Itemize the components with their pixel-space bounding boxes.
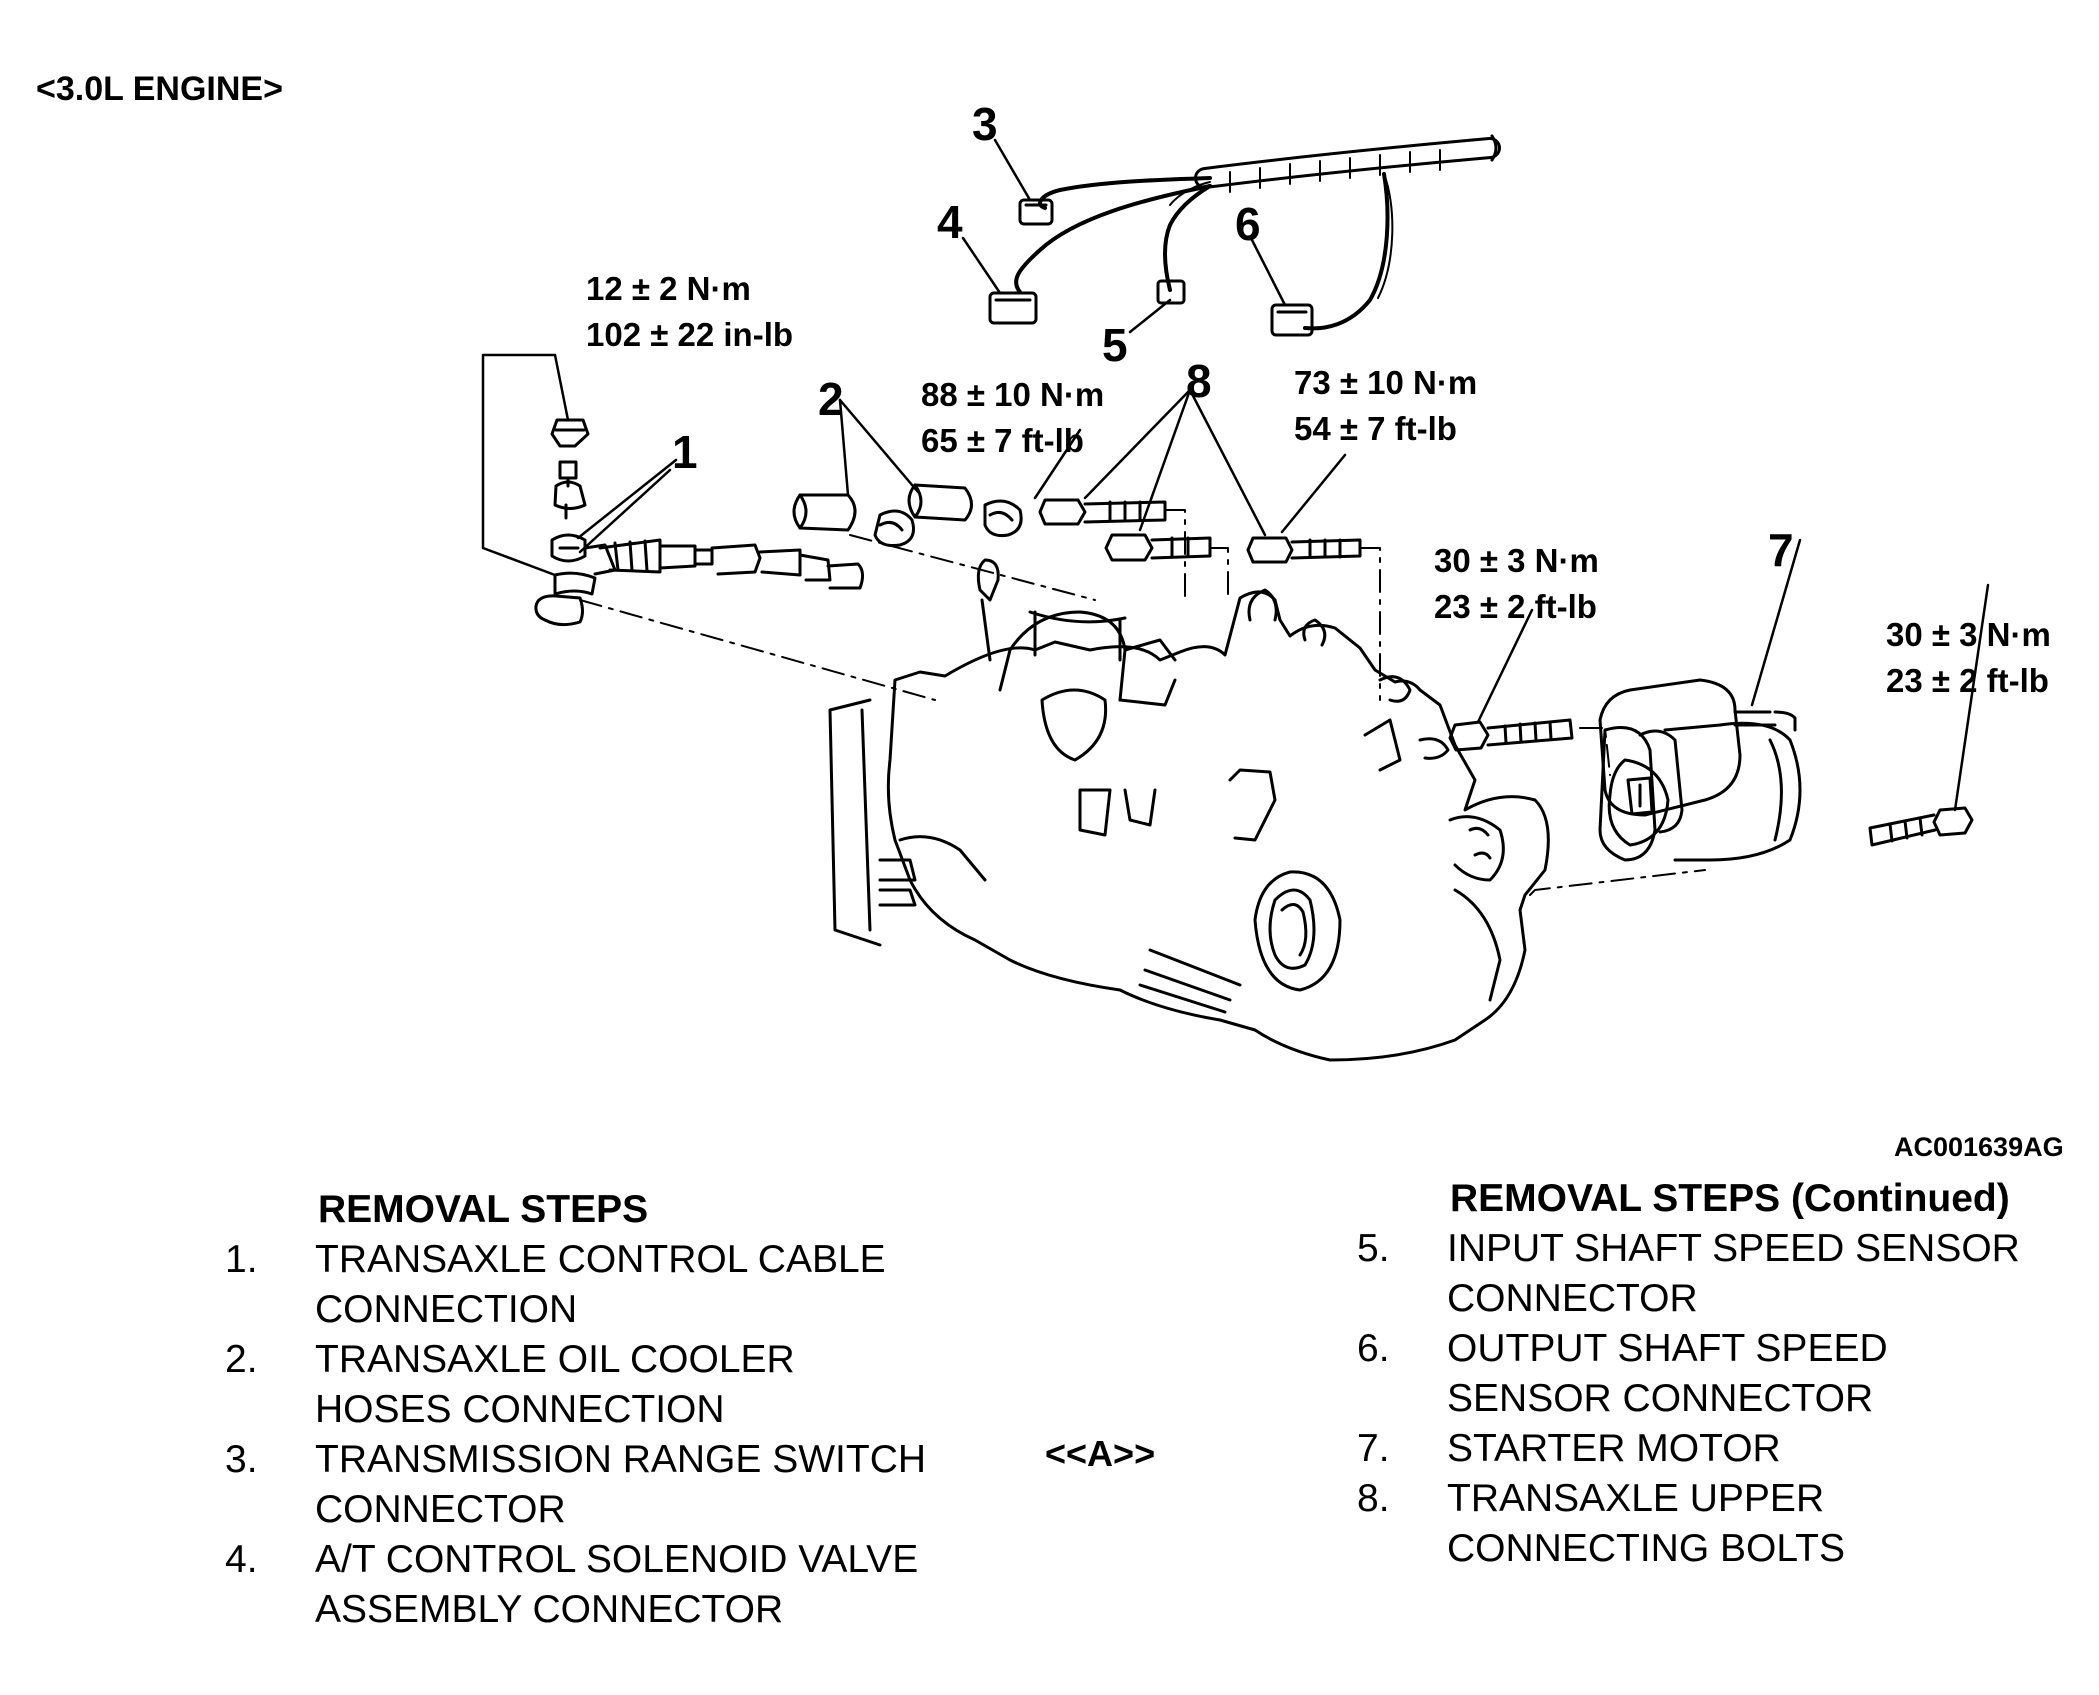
removal-steps-title: REMOVAL STEPS (318, 1188, 649, 1231)
removal-step-5: 5. INPUT SHAFT SPEED SENSOR CONNECTOR (1357, 1224, 2087, 1324)
wiring-harness (1014, 134, 1501, 331)
step-number: 4. (225, 1538, 258, 1581)
step-text: CONNECTOR (1447, 1277, 1698, 1320)
removal-step-1: 1. TRANSAXLE CONTROL CABLE CONNECTION (225, 1235, 1025, 1335)
torque-spec-imperial: 65 ± 7 ft-lb (921, 422, 1084, 459)
removal-step-3: 3. TRANSMISSION RANGE SWITCH CONNECTOR (225, 1435, 1025, 1535)
step-text: TRANSAXLE CONTROL CABLE (315, 1238, 886, 1281)
starter-motor (1598, 678, 1802, 862)
cable-bracket-lines (481, 353, 570, 577)
removal-steps-right: REMOVAL STEPS (Continued) 5. INPUT SHAFT… (1357, 1174, 2087, 1574)
connector-6 (1270, 303, 1314, 337)
step-text: SENSOR CONNECTOR (1447, 1377, 1874, 1420)
step-text: HOSES CONNECTION (315, 1388, 725, 1431)
torque-spec-metric: 30 ± 3 N·m (1434, 542, 1599, 579)
starter-bolts (1448, 718, 1974, 847)
control-cable (534, 418, 865, 627)
alignment-lines (579, 509, 1706, 896)
callout-8: 8 (1186, 355, 1212, 407)
torque-spec-imperial: 102 ± 22 in-lb (586, 316, 794, 353)
callout-5: 5 (1102, 319, 1128, 371)
callout-7: 7 (1768, 524, 1794, 576)
leader-lines (576, 138, 1990, 812)
callout-4: 4 (937, 196, 963, 248)
step-text: TRANSAXLE OIL COOLER (315, 1338, 795, 1381)
step-number: 5. (1357, 1227, 1390, 1270)
oil-cooler-hoses (792, 483, 1023, 547)
engine-label: <3.0L ENGINE> (36, 70, 283, 108)
torque-spec-imperial: 23 ± 2 ft-lb (1434, 588, 1597, 625)
removal-step-6: 6. OUTPUT SHAFT SPEED SENSOR CONNECTOR (1357, 1324, 2087, 1424)
torque-spec-imperial: 23 ± 2 ft-lb (1886, 662, 2049, 699)
step-number: 8. (1357, 1477, 1390, 1520)
step-text: CONNECTION (315, 1288, 578, 1331)
callout-6: 6 (1235, 198, 1261, 250)
torque-spec-starter-bolt-lower: 30 ± 3 N·m 23 ± 2 ft-lb (1886, 612, 2051, 704)
step-number: 2. (225, 1338, 258, 1381)
removal-steps-title: REMOVAL STEPS (Continued) (1450, 1177, 2010, 1220)
upper-bolts (1038, 498, 1362, 564)
step-text: CONNECTING BOLTS (1447, 1527, 1845, 1570)
connector-4 (988, 291, 1038, 325)
torque-spec-imperial: 54 ± 7 ft-lb (1294, 410, 1457, 447)
transaxle-body (828, 558, 1550, 1062)
note-marker-a: <<A>> (1045, 1433, 1156, 1474)
callout-3: 3 (972, 98, 998, 150)
torque-spec-metric: 30 ± 3 N·m (1886, 616, 2051, 653)
step-number: 7. (1357, 1427, 1390, 1470)
removal-step-8: 8. TRANSAXLE UPPER CONNECTING BOLTS (1357, 1474, 2087, 1574)
torque-spec-metric: 73 ± 10 N·m (1294, 364, 1478, 401)
step-text: A/T CONTROL SOLENOID VALVE (315, 1538, 919, 1581)
step-number: 3. (225, 1438, 258, 1481)
torque-spec-metric: 88 ± 10 N·m (921, 376, 1105, 413)
removal-step-7: 7. STARTER MOTOR (1357, 1424, 2087, 1474)
callout-1: 1 (672, 426, 698, 478)
callout-2: 2 (818, 373, 844, 425)
step-text: TRANSMISSION RANGE SWITCH (315, 1438, 927, 1481)
step-text: STARTER MOTOR (1447, 1427, 1781, 1470)
connector-5 (1156, 279, 1186, 305)
step-text: CONNECTOR (315, 1488, 566, 1531)
torque-spec-metric: 12 ± 2 N·m (586, 270, 751, 307)
step-text: ASSEMBLY CONNECTOR (315, 1588, 784, 1631)
torque-spec-upper-bolt: 73 ± 10 N·m 54 ± 7 ft-lb (1294, 360, 1477, 452)
step-number: 1. (225, 1238, 258, 1281)
step-number: 6. (1357, 1327, 1390, 1370)
connector-3 (1018, 198, 1054, 226)
step-text: TRANSAXLE UPPER (1447, 1477, 1825, 1520)
torque-spec-cable-nut: 12 ± 2 N·m 102 ± 22 in-lb (586, 266, 793, 358)
step-text: INPUT SHAFT SPEED SENSOR (1447, 1227, 2020, 1270)
step-text: OUTPUT SHAFT SPEED (1447, 1327, 1888, 1370)
removal-step-2: 2. TRANSAXLE OIL COOLER HOSES CONNECTION (225, 1335, 1025, 1435)
removal-step-4: 4. A/T CONTROL SOLENOID VALVE ASSEMBLY C… (225, 1535, 1025, 1635)
removal-steps-left: REMOVAL STEPS 1. TRANSAXLE CONTROL CABLE… (225, 1185, 1025, 1635)
torque-spec-starter-bolt-upper: 30 ± 3 N·m 23 ± 2 ft-lb (1434, 538, 1599, 630)
figure-id: AC001639AG (1894, 1132, 2064, 1162)
torque-spec-hose-bolt: 88 ± 10 N·m 65 ± 7 ft-lb (921, 372, 1104, 464)
